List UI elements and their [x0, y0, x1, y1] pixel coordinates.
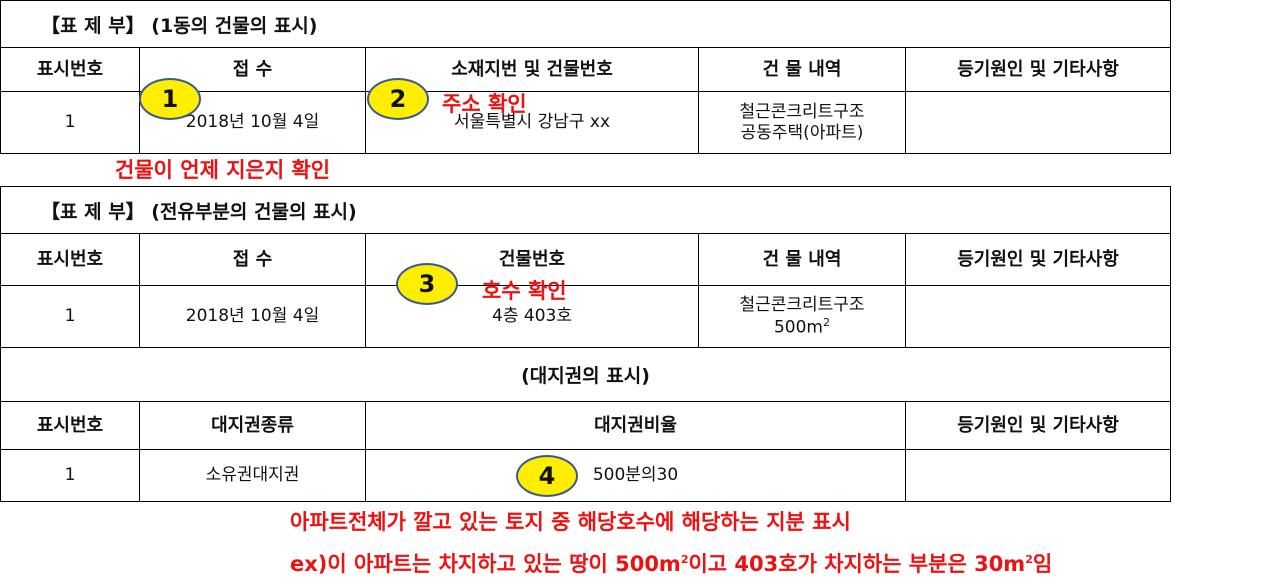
- header-row: 표시번호 대지권종류 대지권비율 등기원인 및 기타사항: [1, 401, 1170, 449]
- note-address-check: 주소 확인: [442, 92, 527, 116]
- land-right-type: 소유권대지권: [139, 450, 365, 501]
- building-description: 철근콘크리트구조 공동주택(아파트): [698, 92, 905, 153]
- building-title-sheet: 【표 제 부】 (1동의 건물의 표시) 표시번호 접 수 소재지번 및 건물번…: [0, 0, 1171, 154]
- step-badge-1: 1: [139, 78, 201, 120]
- address: 서울특별시 강남구 xx: [365, 92, 698, 153]
- step-badge-2: 2: [367, 78, 429, 120]
- area-value: 500m: [773, 317, 823, 338]
- header-cell: 표시번호: [36, 58, 104, 80]
- table-row: 1 2018년 10월 4일 4층 403호 철근콘크리트구조 500m2: [1, 285, 1170, 347]
- header-cell: 건물번호: [365, 234, 698, 285]
- note-text: 이고 403호가 차지하는 부분은 30m: [688, 552, 1026, 576]
- note-example: ex)이 아파트는 차지하고 있는 땅이 500m2이고 403호가 차지하는 …: [290, 548, 1052, 578]
- header-cell: 건 물 내역: [698, 48, 905, 91]
- header-cell: 소재지번 및 건물번호: [365, 48, 698, 91]
- header-cell: 표시번호: [36, 248, 104, 270]
- table-row: 1 소유권대지권 500분의30: [1, 449, 1170, 501]
- remarks: [905, 450, 1170, 501]
- desc-line: 500m2: [774, 316, 830, 338]
- desc-line: 철근콘크리트구조: [739, 102, 865, 123]
- note-exponent: 2: [680, 553, 689, 566]
- header-cell: 등기원인 및 기타사항: [905, 234, 1170, 285]
- header-cell: 표시번호: [36, 414, 104, 436]
- note-text: ex)이 아파트는 차지하고 있는 땅이 500m: [290, 552, 681, 576]
- step-badge-3: 3: [396, 263, 458, 305]
- header-cell: 등기원인 및 기타사항: [905, 402, 1170, 449]
- building-number: 4층 403호: [365, 286, 698, 347]
- desc-line: 철근콘크리트구조: [739, 295, 865, 316]
- note-text: 임: [1032, 552, 1053, 576]
- note-land-share: 아파트전체가 깔고 있는 토지 중 해당호수에 해당하는 지분 표시: [290, 510, 851, 534]
- header-cell: 대지권종류: [139, 402, 365, 449]
- note-exponent: 2: [1025, 553, 1033, 566]
- sheet-title: 【표 제 부】 (전유부분의 건물의 표시): [41, 200, 357, 223]
- display-number: 1: [64, 112, 76, 133]
- remarks: [905, 286, 1170, 347]
- header-row: 표시번호 접 수 소재지번 및 건물번호 건 물 내역 등기원인 및 기타사항: [1, 47, 1170, 91]
- desc-line: 공동주택(아파트): [740, 122, 864, 143]
- step-badge-4: 4: [516, 455, 578, 497]
- receipt-date: 2018년 10월 4일: [139, 286, 365, 347]
- header-cell: 등기원인 및 기타사항: [905, 48, 1170, 91]
- building-description: 철근콘크리트구조 500m2: [698, 286, 905, 347]
- header-cell: 대지권비율: [365, 402, 905, 449]
- land-rights-title: (대지권의 표시): [1, 347, 1170, 401]
- land-right-ratio: 500분의30: [365, 450, 905, 501]
- note-unit-check: 호수 확인: [482, 279, 567, 303]
- unit-title-sheet: 【표 제 부】 (전유부분의 건물의 표시) 표시번호 접 수 건물번호 건 물…: [0, 186, 1171, 502]
- display-number: 1: [64, 306, 76, 327]
- header-cell: 건 물 내역: [698, 234, 905, 285]
- header-row: 표시번호 접 수 건물번호 건 물 내역 등기원인 및 기타사항: [1, 233, 1170, 285]
- remarks: [905, 92, 1170, 153]
- display-number: 1: [64, 465, 76, 486]
- header-cell: 접 수: [139, 48, 365, 91]
- receipt-date: 2018년 10월 4일: [139, 92, 365, 153]
- note-construction-date: 건물이 언제 지은지 확인: [115, 158, 331, 182]
- sheet-title: 【표 제 부】 (1동의 건물의 표시): [41, 14, 318, 37]
- table-row: 1 2018년 10월 4일 서울특별시 강남구 xx 철근콘크리트구조 공동주…: [1, 91, 1170, 153]
- header-cell: 접 수: [139, 234, 365, 285]
- area-exponent: 2: [823, 315, 830, 329]
